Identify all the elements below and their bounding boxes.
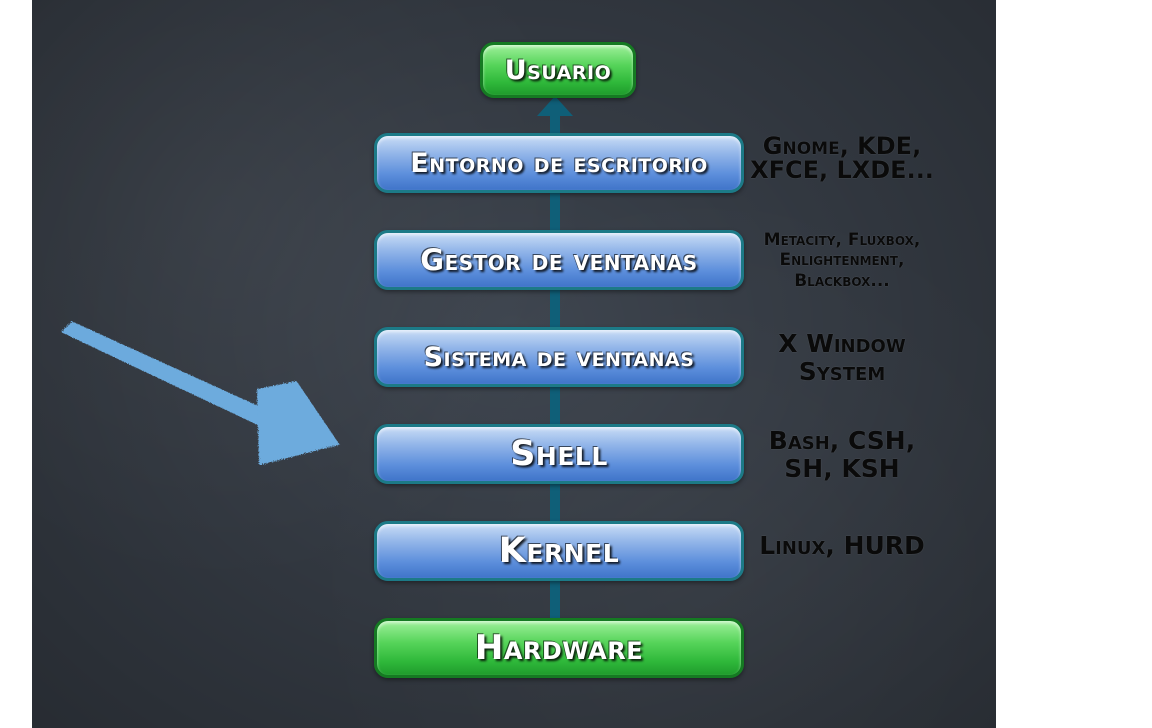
chalk-arrow-icon xyxy=(61,321,340,466)
chalkboard-background: Usuario Entorno de escritorio Gnome, KDE… xyxy=(32,0,996,728)
layer-sistema-de-ventanas: Sistema de ventanas xyxy=(374,327,744,387)
layer-kernel-label: Kernel xyxy=(498,531,620,571)
kernel-example-line: Linux, HURD xyxy=(759,531,925,560)
layer-hardware: Hardware xyxy=(374,618,744,678)
gestor-example-line: Blackbox... xyxy=(794,270,890,291)
sistema-examples: X Window System xyxy=(744,330,940,385)
entorno-example-line: Gnome, KDE, xyxy=(762,132,922,160)
layer-sistema-label: Sistema de ventanas xyxy=(423,341,695,373)
entorno-example-line: XFCE, LXDE... xyxy=(750,156,934,184)
gestor-examples: Metacity, Fluxbox, Enlightenment, Blackb… xyxy=(744,230,940,291)
layer-gestor-label: Gestor de ventanas xyxy=(420,243,698,277)
layer-entorno-label: Entorno de escritorio xyxy=(410,147,708,179)
layer-shell-label: Shell xyxy=(510,434,608,474)
entorno-examples: Gnome, KDE, XFCE, LXDE... xyxy=(744,134,940,182)
layer-usuario: Usuario xyxy=(480,42,636,98)
gestor-example-line: Metacity, Fluxbox, xyxy=(763,230,921,250)
kernel-examples: Linux, HURD xyxy=(744,533,940,558)
layer-entorno-de-escritorio: Entorno de escritorio xyxy=(374,133,744,193)
up-arrow-icon xyxy=(537,96,573,116)
layer-kernel: Kernel xyxy=(374,521,744,581)
shell-example-line: Bash, CSH, xyxy=(768,426,916,455)
shell-examples: Bash, CSH, SH, KSH xyxy=(744,427,940,482)
layer-shell: Shell xyxy=(374,424,744,484)
gestor-example-line: Enlightenment, xyxy=(779,250,905,271)
layer-usuario-label: Usuario xyxy=(504,54,612,86)
layer-hardware-label: Hardware xyxy=(474,628,644,668)
sistema-example-line: X Window xyxy=(778,329,906,358)
shell-example-line: SH, KSH xyxy=(784,453,900,483)
layer-gestor-de-ventanas: Gestor de ventanas xyxy=(374,230,744,290)
sistema-example-line: System xyxy=(798,356,886,386)
